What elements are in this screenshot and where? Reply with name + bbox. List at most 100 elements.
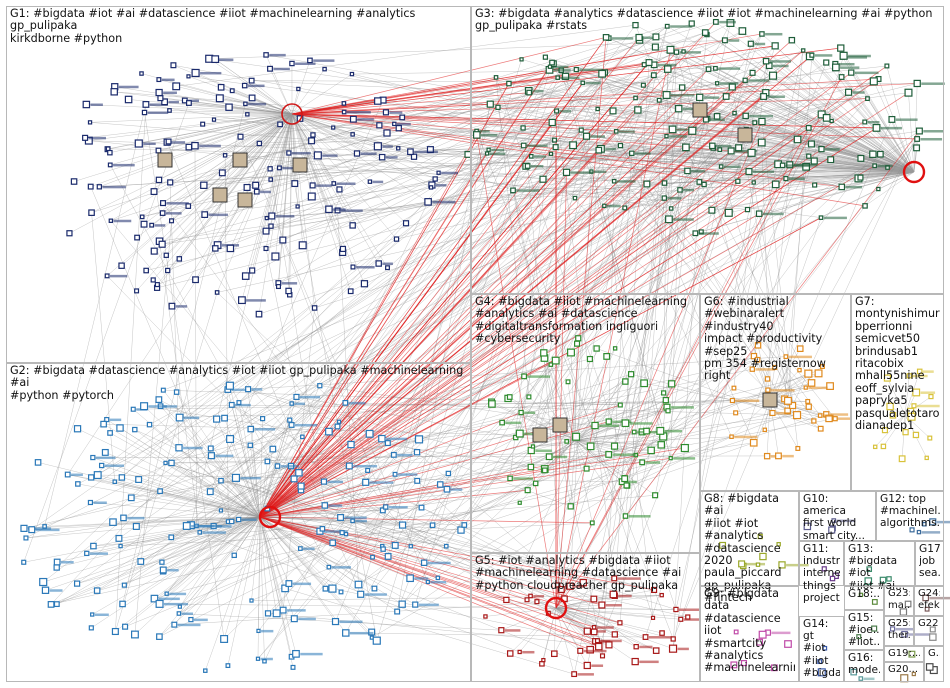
node-marker [603,353,611,360]
node-label-mark [166,202,189,205]
edge-line [753,55,844,357]
node-marker [156,633,163,640]
group-g7-label: G7: montynishimura bperrionni semicvet50… [855,296,940,433]
node-label-mark [386,437,408,441]
edge-line [160,406,261,518]
node-marker [881,427,888,434]
edge-line [259,516,447,547]
node-label-mark [435,184,447,187]
edge-line [605,37,915,173]
node-marker [659,592,664,598]
node-marker [755,210,763,218]
edge-line [884,414,906,431]
node-marker [727,147,735,155]
node-marker [414,477,421,484]
edge-line [136,113,293,238]
node-label-mark [612,453,637,456]
edge-line [158,113,293,151]
node-label-mark [579,68,603,72]
node-marker [134,288,140,294]
node-marker [572,432,581,441]
edge-line [165,147,739,464]
edge-line [259,110,614,518]
node-label-mark [657,63,677,67]
node-marker [100,420,107,428]
node-marker [267,166,273,172]
node-marker [752,120,758,126]
node-marker [804,369,813,378]
node-marker [662,91,671,99]
node-marker [869,150,877,158]
node-label-mark [163,405,178,408]
self-loop-g2 [258,505,282,529]
node-label-mark [505,421,522,425]
node-marker [115,534,123,542]
node-label-mark [618,130,635,133]
node-marker [929,626,936,633]
node-marker [207,452,215,460]
node-marker [731,385,737,391]
edge-line [265,81,874,249]
node-label-mark [154,224,166,227]
node-marker [573,66,579,73]
edge-line [291,73,353,115]
node-marker [668,380,676,388]
edge-line [178,516,261,614]
node-label-mark [322,154,338,157]
group-g17-label: G17: job sea... [919,543,940,580]
edge-line [240,113,293,164]
node-marker [906,373,912,379]
node-marker [821,566,827,572]
group-g25-label: G25: ther... [888,618,910,641]
group-g6: G6: #industrial #webinaralert #industry4… [700,294,851,491]
node-marker [740,660,748,667]
edge-line [291,113,877,129]
edge-line [110,113,293,221]
edge-line [345,402,798,416]
node-label-mark [679,51,701,54]
node-label-mark [585,81,601,85]
edge-line [555,172,567,609]
node-label-mark [94,613,109,617]
node-label-mark [260,657,273,661]
node-marker [109,518,117,526]
node-label-mark [921,82,945,85]
node-marker [670,636,676,642]
node-marker [605,451,613,458]
node-label-mark [294,402,305,406]
node-label-mark [752,170,775,174]
node-marker [155,176,163,184]
edge-line [672,181,700,649]
node-marker [732,110,737,116]
node-label-mark [193,618,208,622]
node-marker [518,409,524,416]
node-marker [354,580,363,589]
node-marker [551,650,558,658]
group-g25: G25: ther... [884,616,914,646]
node-marker [375,260,382,267]
node-marker [622,513,629,519]
node-marker [201,211,209,219]
node-marker [236,400,242,406]
node-marker [681,49,686,54]
node-marker [784,640,792,648]
node-label-mark [382,145,393,148]
edge-line [259,516,372,633]
edge-line [122,103,246,605]
node-marker [28,526,36,534]
node-label-mark [246,299,266,302]
node-marker [163,252,169,258]
edge-line [532,436,732,447]
node-marker [384,553,392,560]
edge-line [159,516,261,605]
node-marker [226,435,235,444]
node-marker [783,176,789,182]
node-marker [526,89,533,96]
edge-line [291,113,379,264]
edge-line [572,145,806,388]
node-marker [383,504,389,510]
node-label-mark [504,629,521,632]
edge-line [259,516,528,601]
node-label-mark [612,37,634,40]
edge-line [259,360,556,518]
